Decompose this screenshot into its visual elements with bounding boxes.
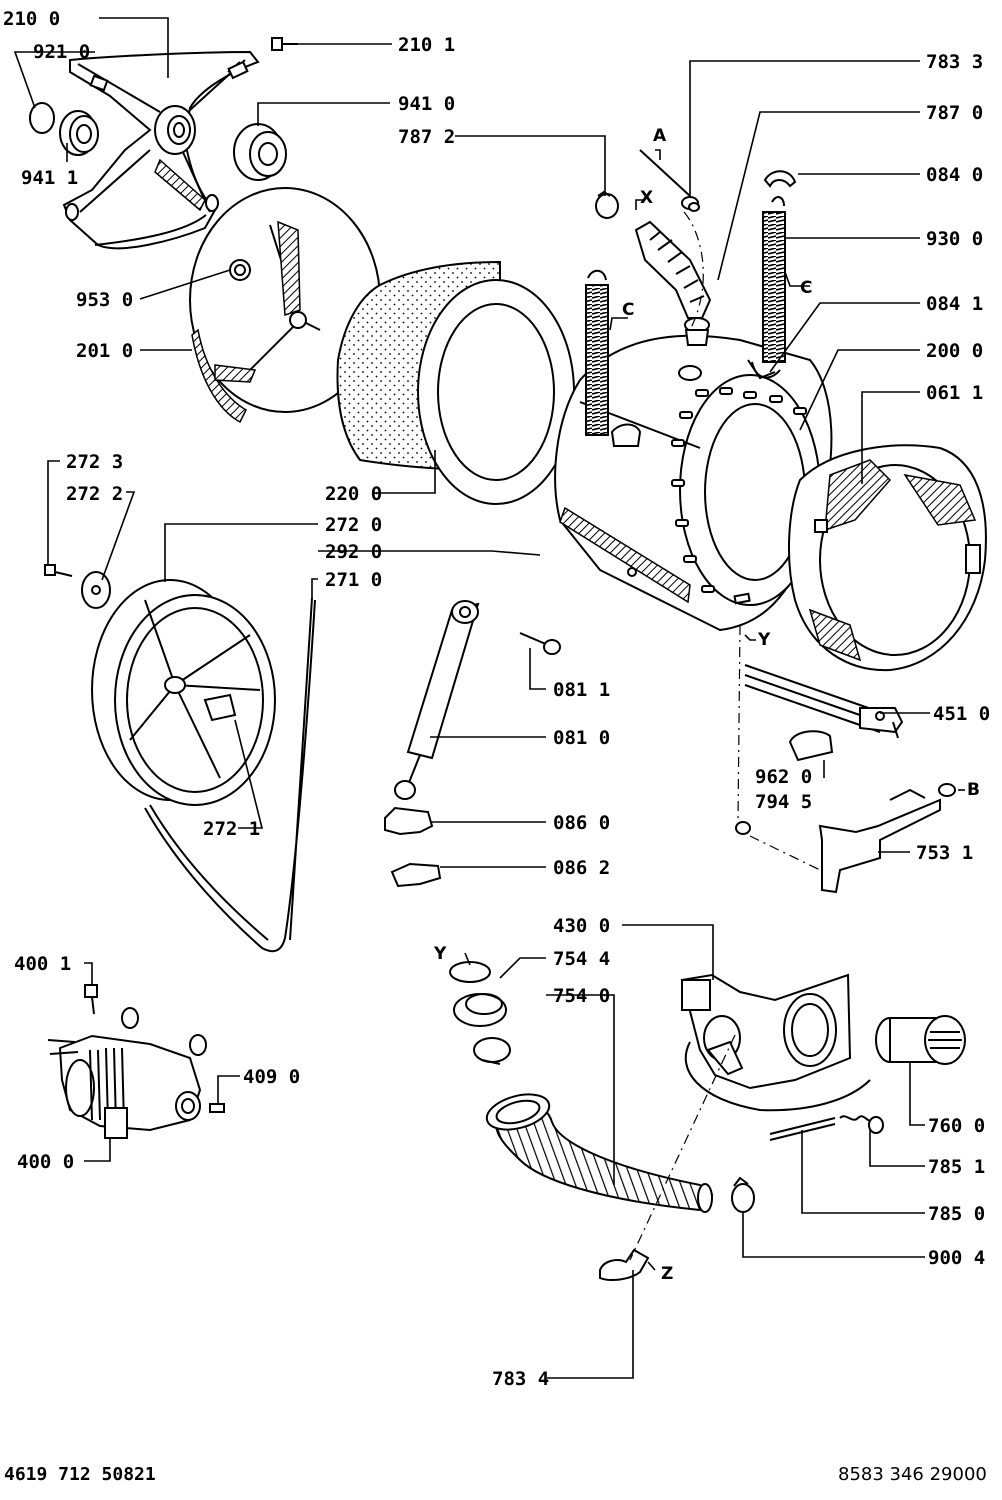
assembly-guide-lines bbox=[629, 211, 821, 1261]
footer-right-code: 8583 346 29000 bbox=[838, 1464, 987, 1485]
callout-7945: 794 5 bbox=[755, 791, 812, 813]
callout-9411: 941 1 bbox=[21, 167, 78, 189]
callout-4510: 451 0 bbox=[933, 703, 990, 725]
spring-bracket-part bbox=[747, 359, 776, 380]
ntc-sensor-part bbox=[735, 821, 751, 835]
callout-0860: 086 0 bbox=[553, 812, 610, 834]
letter-x: X bbox=[640, 188, 653, 208]
callout-7600: 760 0 bbox=[928, 1115, 985, 1137]
callout-7544: 754 4 bbox=[553, 948, 610, 970]
drain-tube-part bbox=[769, 1115, 884, 1141]
callout-0611: 061 1 bbox=[926, 382, 983, 404]
callout-2723: 272 3 bbox=[66, 451, 123, 473]
shock-bolt-part bbox=[519, 632, 561, 655]
sump-seal-part bbox=[449, 961, 507, 1027]
callout-2721: 272 1 bbox=[203, 818, 260, 840]
callout-2920: 292 0 bbox=[325, 541, 382, 563]
letter-y-pump: Y bbox=[433, 944, 447, 964]
callout-7872: 787 2 bbox=[398, 126, 455, 148]
callout-0841: 084 1 bbox=[926, 293, 983, 315]
leader-lines bbox=[13, 17, 965, 1379]
callout-4001: 400 1 bbox=[14, 953, 71, 975]
callout-0840: 084 0 bbox=[926, 164, 983, 186]
hose-clip-part bbox=[595, 190, 619, 219]
suspension-spring-left-part bbox=[585, 269, 609, 436]
motor-part bbox=[47, 1007, 207, 1139]
bearing-small-part bbox=[59, 110, 99, 156]
pump-filter-part bbox=[875, 1015, 966, 1065]
sump-filter-part bbox=[473, 1037, 511, 1065]
callout-7851: 785 1 bbox=[928, 1156, 985, 1178]
rear-tub-half-part bbox=[189, 187, 381, 424]
shock-holder-part bbox=[390, 862, 442, 888]
callout-2710: 271 0 bbox=[325, 569, 382, 591]
shock-absorber-part bbox=[394, 600, 480, 800]
callout-7540: 754 0 bbox=[553, 985, 610, 1007]
tub-mounting-holes bbox=[671, 387, 807, 593]
bracket-assembly-part bbox=[818, 783, 956, 894]
callout-7833: 783 3 bbox=[926, 51, 983, 73]
callout-0810: 081 0 bbox=[553, 727, 610, 749]
letter-a: A bbox=[653, 126, 667, 146]
callout-9620: 962 0 bbox=[755, 766, 812, 788]
spring-hook-part bbox=[763, 170, 797, 188]
callout-2000: 200 0 bbox=[926, 340, 983, 362]
air-bellows-part bbox=[634, 220, 712, 346]
letter-b: B bbox=[967, 780, 980, 800]
pressure-tube-part bbox=[639, 149, 700, 212]
heater-element-part bbox=[744, 664, 904, 739]
drive-belt-part bbox=[144, 597, 316, 953]
callout-9410: 941 0 bbox=[398, 93, 455, 115]
pulley-washer-part bbox=[81, 571, 111, 609]
circlip-part bbox=[29, 102, 55, 134]
inner-drum-part bbox=[336, 260, 575, 505]
callout-7531: 753 1 bbox=[916, 842, 973, 864]
footer-left-code: 4619 712 50821 bbox=[4, 1464, 156, 1485]
spring-bracket-tub bbox=[610, 423, 642, 447]
bolt-part bbox=[271, 37, 298, 51]
shock-clip-part bbox=[384, 806, 434, 836]
callout-2010: 201 0 bbox=[76, 340, 133, 362]
callout-4300: 430 0 bbox=[553, 915, 610, 937]
letter-z: Z bbox=[661, 1264, 673, 1284]
callout-0862: 086 2 bbox=[553, 857, 610, 879]
callout-7834: 783 4 bbox=[492, 1368, 549, 1390]
callout-4090: 409 0 bbox=[243, 1066, 300, 1088]
callout-9530: 953 0 bbox=[76, 289, 133, 311]
drain-pump-part bbox=[680, 973, 871, 1112]
motor-brush-part bbox=[209, 1103, 225, 1113]
callout-7870: 787 0 bbox=[926, 102, 983, 124]
letter-y-tub: Y bbox=[757, 630, 771, 650]
letter-c-left: C bbox=[622, 300, 634, 320]
callout-2722: 272 2 bbox=[66, 483, 123, 505]
motor-screw-part bbox=[84, 984, 98, 1015]
heater-seal-part bbox=[788, 730, 834, 762]
reference-letters: A X C C Y B Y Z bbox=[433, 126, 980, 1284]
drum-pulley-part bbox=[91, 579, 276, 806]
callout-2101: 210 1 bbox=[398, 34, 455, 56]
callout-4000: 400 0 bbox=[17, 1151, 74, 1173]
hose-clamp-part bbox=[731, 1176, 755, 1213]
callout-2100: 210 0 bbox=[3, 8, 60, 30]
sump-hose-part bbox=[485, 1093, 714, 1213]
elbow-hose-part bbox=[599, 1248, 650, 1281]
front-tub-part bbox=[554, 334, 833, 632]
callout-2720: 272 0 bbox=[325, 514, 382, 536]
bearing-large-part bbox=[233, 123, 287, 181]
callout-2200: 220 0 bbox=[325, 483, 382, 505]
callout-7850: 785 0 bbox=[928, 1203, 985, 1225]
callout-9004: 900 4 bbox=[928, 1247, 985, 1269]
pulley-screw-part bbox=[44, 564, 73, 577]
drum-spider-part bbox=[62, 50, 260, 250]
callout-9210: 921 0 bbox=[33, 41, 90, 63]
callout-9300: 930 0 bbox=[926, 228, 983, 250]
letter-c-right: C bbox=[800, 278, 812, 298]
callout-0811: 081 1 bbox=[553, 679, 610, 701]
tub-front-ring-part bbox=[787, 444, 987, 672]
part-callouts: 210 0 921 0 941 1 210 1 941 0 787 2 783 … bbox=[3, 8, 990, 1390]
